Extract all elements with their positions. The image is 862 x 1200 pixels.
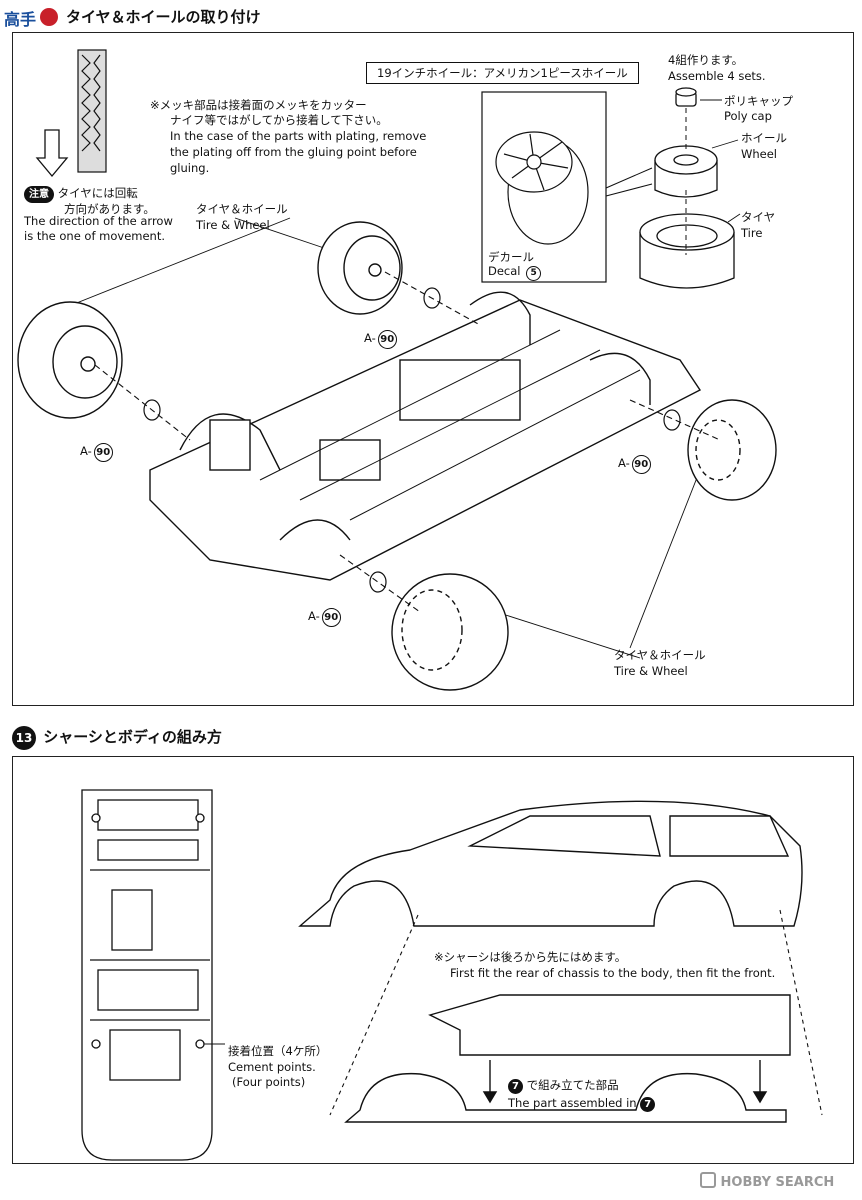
tire-en: Tire bbox=[741, 226, 763, 240]
site-logo: 高手 bbox=[4, 6, 66, 32]
plating-note-en-1: In the case of the parts with plating, r… bbox=[170, 129, 427, 143]
step13-title: 13 シャーシとボディの組み方 bbox=[12, 726, 222, 750]
caution-badge: 注意 bbox=[24, 186, 54, 203]
watermark: HOBBY SEARCH bbox=[700, 1172, 834, 1190]
fit-note-en: First fit the rear of chassis to the bod… bbox=[450, 966, 776, 980]
plating-note-ja-2: ナイフ等ではがしてから接着して下さい。 bbox=[170, 113, 388, 127]
direction-arrow bbox=[35, 129, 69, 178]
decal-wheel bbox=[495, 131, 589, 245]
watermark-icon bbox=[700, 1172, 716, 1188]
wheel-bottom bbox=[391, 573, 509, 691]
wheel-left bbox=[17, 301, 123, 419]
direction-note-ja-1: 注意 タイヤには回転 bbox=[24, 186, 138, 203]
polycap-en: Poly cap bbox=[724, 109, 772, 123]
assembled-en: The part assembled in 7 bbox=[508, 1096, 656, 1112]
wheel-ja: ホイール bbox=[741, 131, 787, 145]
tire-wheel-top-ja: タイヤ＆ホイール bbox=[196, 202, 288, 216]
assemble-ja: 4組作ります。 bbox=[668, 53, 744, 67]
cement-en-1: Cement points. bbox=[228, 1060, 316, 1074]
fit-note-ja: ※シャーシは後ろから先にはめます。 bbox=[434, 950, 627, 964]
wheel-top-left bbox=[317, 221, 403, 315]
step12-title: タイヤ＆ホイールの取り付け bbox=[66, 8, 261, 26]
chassis-body bbox=[149, 291, 702, 581]
decal-en: Decal 5 bbox=[488, 264, 542, 281]
assembled-ref-badge-en: 7 bbox=[640, 1097, 656, 1112]
part-ref-4: A-90 bbox=[308, 608, 341, 627]
step13-panel bbox=[12, 756, 854, 1164]
decal-ja: デカール bbox=[488, 250, 534, 264]
site-logo-text: 高手 bbox=[4, 10, 37, 29]
site-logo-circle bbox=[40, 8, 58, 26]
part-ref-1: A-90 bbox=[364, 330, 397, 349]
tire-ja: タイヤ bbox=[741, 210, 776, 224]
wheel-right bbox=[687, 399, 777, 501]
tire-tread-graphic bbox=[77, 49, 107, 173]
assemble-en: Assemble 4 sets. bbox=[668, 69, 766, 83]
wheel-en: Wheel bbox=[741, 147, 778, 161]
step13-number: 13 bbox=[12, 726, 36, 750]
decal-number: 5 bbox=[526, 266, 542, 281]
assembled-ref-badge-ja: 7 bbox=[508, 1079, 523, 1094]
plating-note-en-3: gluing. bbox=[170, 161, 210, 175]
cement-en-2: (Four points) bbox=[232, 1075, 306, 1089]
chassis-underside bbox=[81, 789, 213, 1161]
wheel-type-label: 19インチホイール：アメリカン1ピースホイール bbox=[366, 62, 639, 84]
exploded-wheel-set bbox=[639, 87, 735, 289]
cement-ja: 接着位置（4ケ所） bbox=[228, 1044, 328, 1058]
car-body bbox=[298, 800, 803, 927]
tire-wheel-bottom-en: Tire & Wheel bbox=[614, 664, 688, 678]
tire-wheel-bottom-ja: タイヤ＆ホイール bbox=[614, 648, 706, 662]
plating-note-ja-1: ※メッキ部品は接着面のメッキをカッター bbox=[150, 98, 367, 112]
assembled-ja: 7 で組み立てた部品 bbox=[508, 1078, 619, 1094]
chassis-side bbox=[344, 994, 791, 1123]
part-ref-2: A-90 bbox=[80, 443, 113, 462]
polycap-ja: ポリキャップ bbox=[724, 94, 793, 108]
decal-box bbox=[481, 91, 607, 283]
direction-note-en-2: is the one of movement. bbox=[24, 229, 166, 243]
tire-wheel-top-en: Tire & Wheel bbox=[196, 218, 270, 232]
plating-note-en-2: the plating off from the gluing point be… bbox=[170, 145, 417, 159]
direction-note-en-1: The direction of the arrow bbox=[24, 214, 173, 228]
direction-note-ja-2: 方向があります。 bbox=[64, 202, 155, 216]
part-ref-3: A-90 bbox=[618, 455, 651, 474]
